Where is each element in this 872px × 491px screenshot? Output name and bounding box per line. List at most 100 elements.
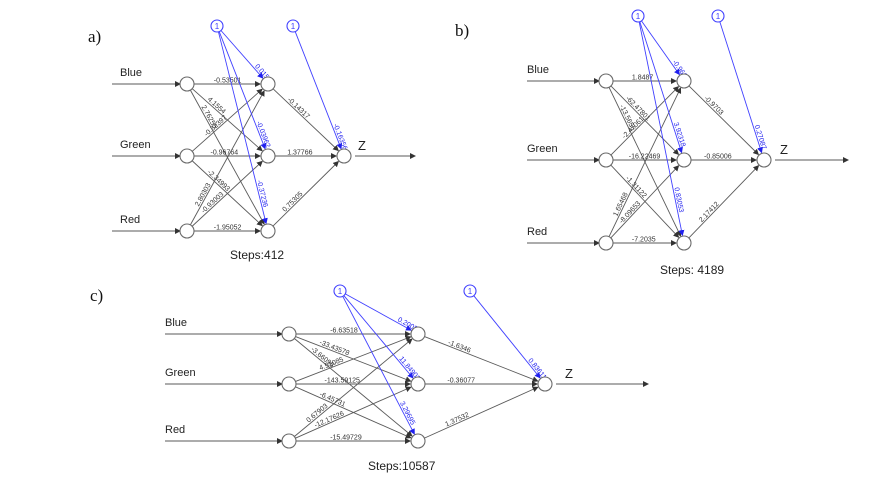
input-label-green: Green [527,143,558,155]
bias-node-label: 1 [468,287,473,296]
bias-edge [719,21,763,154]
weight-edge [191,88,263,152]
weight-label: -1.6346 [447,339,472,354]
weight-edge [272,160,340,227]
input-label-blue: Blue [165,317,187,329]
weight-edge [610,164,680,238]
bias-node-label: 1 [291,22,296,31]
input-label-blue: Blue [527,64,549,76]
hidden-node [260,223,276,239]
weight-label: 1.8487 [632,75,654,82]
input-node [281,326,297,342]
hidden-node [676,235,692,251]
bias-node [463,284,477,298]
hidden-node [676,152,692,168]
weight-label: -0.14317 [286,96,311,120]
bias-node [631,9,645,23]
input-node [179,223,195,239]
weight-edge [191,160,263,227]
weight-edge [295,386,412,439]
panel-label: b) [455,21,469,40]
hidden-node [676,73,692,89]
steps-label: Steps:412 [230,248,284,262]
weight-label: -0.96764 [211,150,239,157]
panel-label: a) [88,27,101,46]
bias-node [210,19,224,33]
weight-label: -143.59125 [325,378,361,385]
weight-label: -16.22469 [629,154,661,161]
bias-node-label: 1 [716,12,721,21]
bias-edge [638,21,685,237]
weight-edge [294,338,413,437]
weight-edge [189,90,265,226]
weight-edge [191,160,263,227]
weight-edge [424,336,539,383]
panel-label: c) [90,286,103,305]
input-label-blue: Blue [120,67,142,79]
hidden-node [410,433,426,449]
bias-edge [218,31,268,225]
bias-node-label: 1 [215,22,220,31]
bias-edge [641,20,680,76]
bias-edge [343,295,414,379]
bias-weight-label: 3.92318 [672,122,686,148]
output-node [537,376,553,392]
weight-edge [688,165,760,239]
input-node [179,76,195,92]
bias-node-label: 1 [636,12,641,21]
input-node [281,376,297,392]
input-node [281,433,297,449]
bias-edge [220,30,264,79]
bias-node-label: 1 [338,287,343,296]
weight-label: -0.36077 [447,378,475,385]
output-label: Z [565,366,573,381]
panel-c: c)BlueGreenRed-6.63518-33.43578-3.660954… [90,284,649,473]
steps-label: Steps: 4189 [660,263,724,277]
weight-edge [294,338,413,437]
input-node [598,73,614,89]
bias-node [286,19,300,33]
bias-node [711,9,725,23]
output-node [756,152,772,168]
weight-edge [424,386,539,439]
output-label: Z [358,138,366,153]
hidden-node [410,326,426,342]
bias-edge [639,21,683,154]
weight-label: -0.53501 [214,78,242,85]
bias-edge [473,295,541,379]
hidden-node [260,148,276,164]
weight-edge [610,85,680,156]
bias-edge [345,293,412,331]
weight-label: -6.63518 [330,328,358,335]
weight-edge [272,88,339,152]
weight-label: -7.2035 [632,237,656,244]
panel-b: b)BlueGreenRed1.8487-62.47801-13.5656-2.… [455,9,849,277]
weight-edge [688,85,760,156]
weight-label: -15.49729 [330,435,362,442]
bias-weight-label: 3.29695 [398,401,416,427]
bias-weight-label: -0.37236 [255,180,269,209]
input-label-red: Red [527,226,547,238]
weight-label: -0.9703 [702,95,724,117]
output-node [336,148,352,164]
weight-label: 2.17412 [698,201,721,224]
input-label-red: Red [120,214,140,226]
weight-edge [610,85,680,156]
input-label-green: Green [165,367,196,379]
input-node [598,152,614,168]
panel-a: a)BlueGreenRed-0.535014.15542.76255-0.32… [88,19,416,262]
input-label-red: Red [165,424,185,436]
weight-label: 1.37532 [444,412,470,429]
bias-edge [218,31,267,150]
weight-edge [191,88,263,152]
steps-label: Steps:10587 [368,459,436,473]
weight-edge [295,335,412,382]
weight-label: -1.95052 [214,225,242,232]
output-label: Z [780,142,788,157]
bias-weight-label: -0.03962 [255,120,272,148]
bias-weight-label: 0.83053 [672,187,684,213]
weight-label: 1.37766 [287,150,312,157]
hidden-node [260,76,276,92]
input-node [179,148,195,164]
